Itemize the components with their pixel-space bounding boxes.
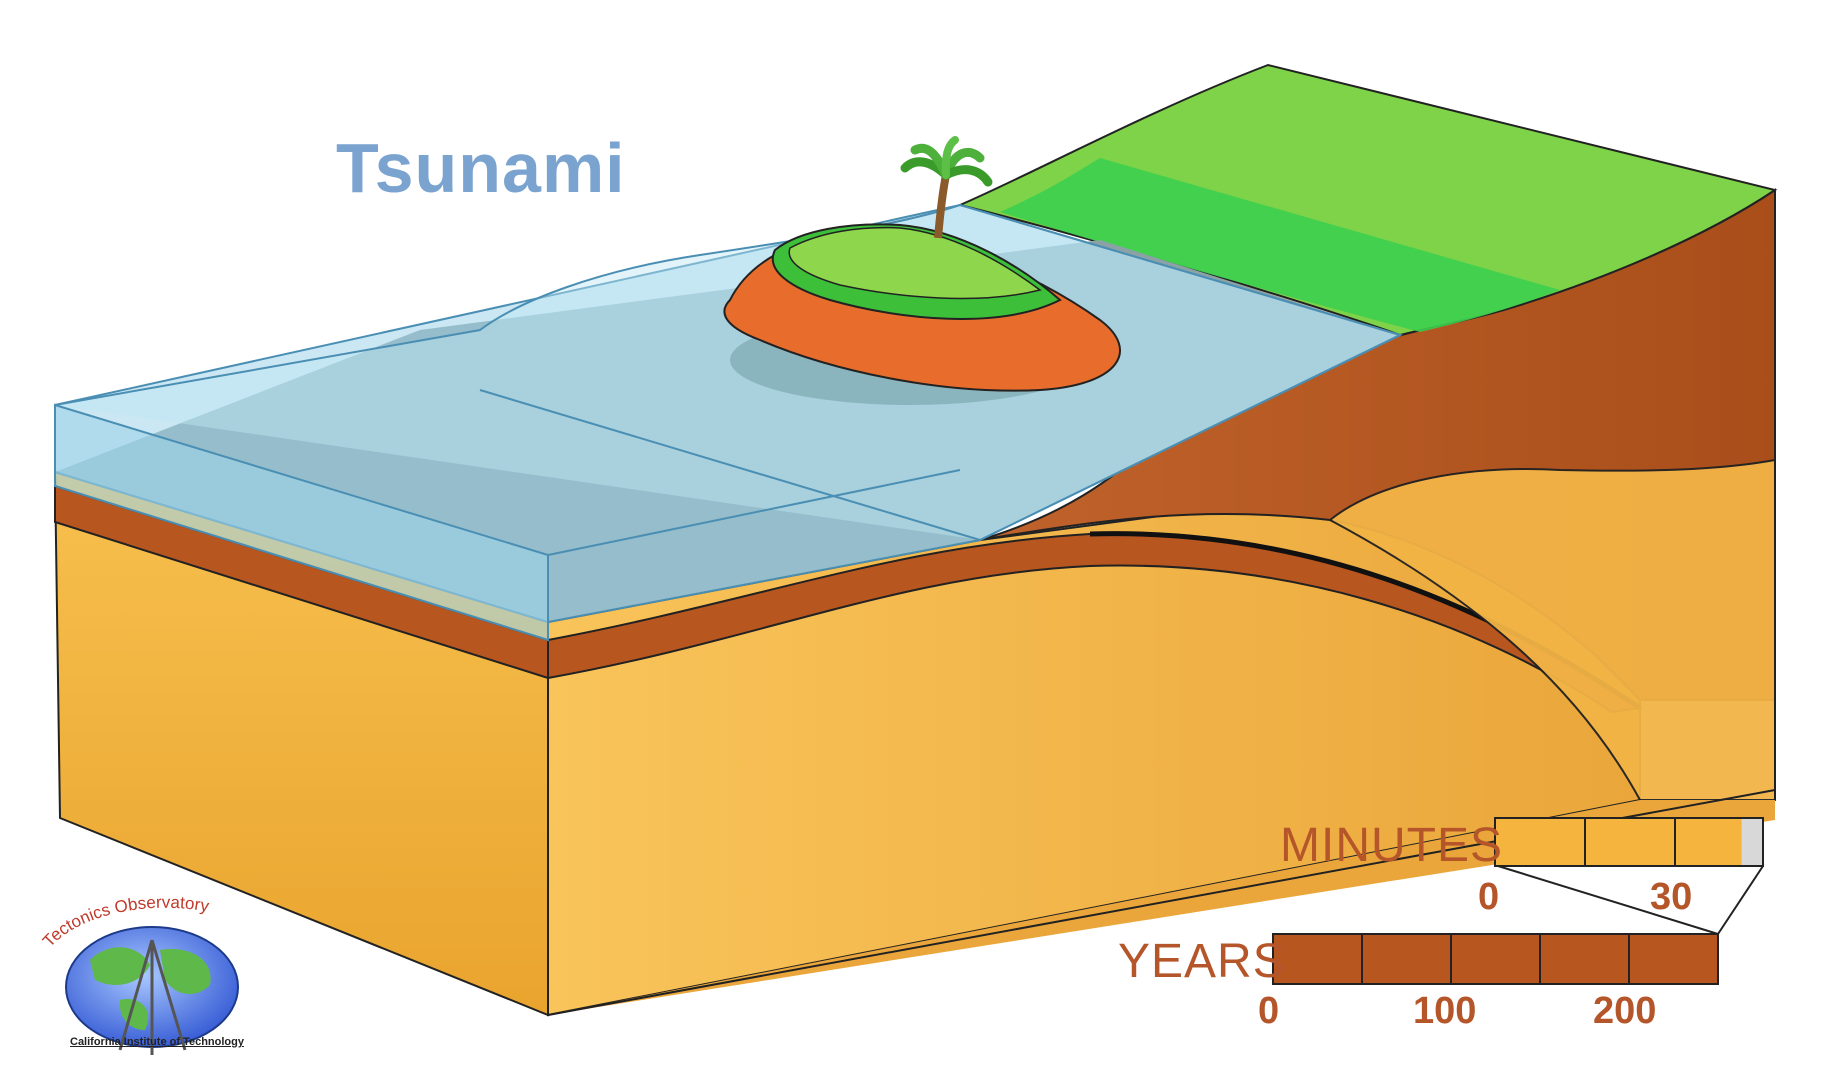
years-label: YEARS [1118, 935, 1286, 988]
island [723, 223, 1121, 405]
years-tick-100: 100 [1413, 990, 1477, 1032]
years-tick-200: 200 [1593, 990, 1657, 1032]
zoom-connector-left [1497, 865, 1719, 935]
palm-tree-icon [900, 136, 993, 239]
tectonics-observatory-logo: Tectonics Observatory [39, 893, 239, 1055]
land-surface [956, 63, 1778, 337]
water-front-face [54, 403, 549, 642]
years-tick-0: 0 [1258, 990, 1280, 1032]
tsunami-wave [54, 203, 1403, 541]
minutes-label: MINUTES [1280, 819, 1503, 872]
years-bar [1272, 933, 1719, 985]
minutes-tick-30: 30 [1650, 876, 1693, 918]
minutes-tick-0: 0 [1478, 876, 1500, 918]
continental-lower-zone [1328, 458, 1776, 801]
minutes-bar [1494, 817, 1764, 867]
side-bottom-fill [548, 800, 1775, 1015]
wave-front-line [479, 389, 981, 541]
logo-bottom-text: California Institute of Technology [70, 1036, 244, 1048]
coastal-strip [1000, 158, 1560, 332]
zoom-connector-right [1717, 865, 1764, 935]
water-edge [547, 469, 961, 556]
diagram-title: Tsunami [336, 129, 626, 207]
